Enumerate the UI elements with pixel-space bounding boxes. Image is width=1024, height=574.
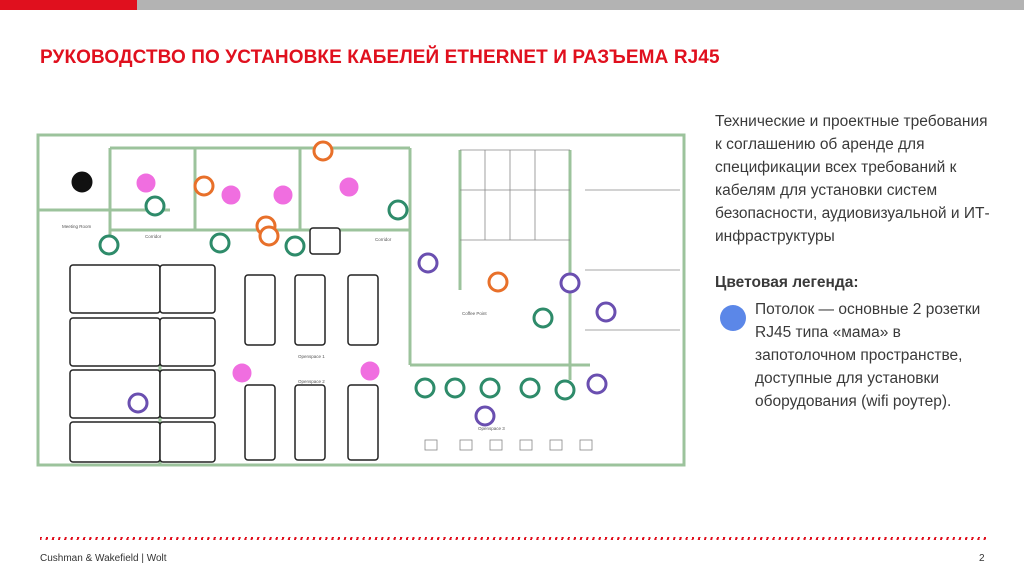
slide-title: РУКОВОДСТВО ПО УСТАНОВКЕ КАБЕЛЕЙ ETHERNE… — [40, 47, 720, 68]
footer-company: Cushman & Wakefield | Wolt — [40, 553, 167, 564]
room-label: Openspace 2 — [298, 379, 325, 384]
room-label: Corridor — [145, 234, 162, 239]
room-label: Meeting Room — [62, 224, 92, 229]
legend-blue-dot-icon — [720, 305, 746, 331]
room-label: Corridor — [375, 237, 392, 242]
legend-title: Цветовая легенда: — [715, 274, 859, 291]
floor-plan: Meeting Room Corridor Corridor Openspace… — [36, 133, 686, 467]
footer-divider — [40, 537, 988, 540]
room-label: Openspace 3 — [478, 426, 505, 431]
top-accent-bar — [0, 0, 137, 10]
legend-item-text: Потолок — основные 2 розетки RJ45 типа «… — [755, 301, 981, 410]
floor-plan-walls — [36, 133, 686, 467]
room-label: Openspace 1 — [298, 354, 325, 359]
requirements-description: Технические и проектные требования к сог… — [715, 113, 990, 245]
page-number: 2 — [979, 553, 985, 564]
room-label: Coffee Point — [462, 311, 487, 316]
workstation-clusters — [69, 227, 379, 463]
top-grey-bar — [137, 0, 1024, 10]
